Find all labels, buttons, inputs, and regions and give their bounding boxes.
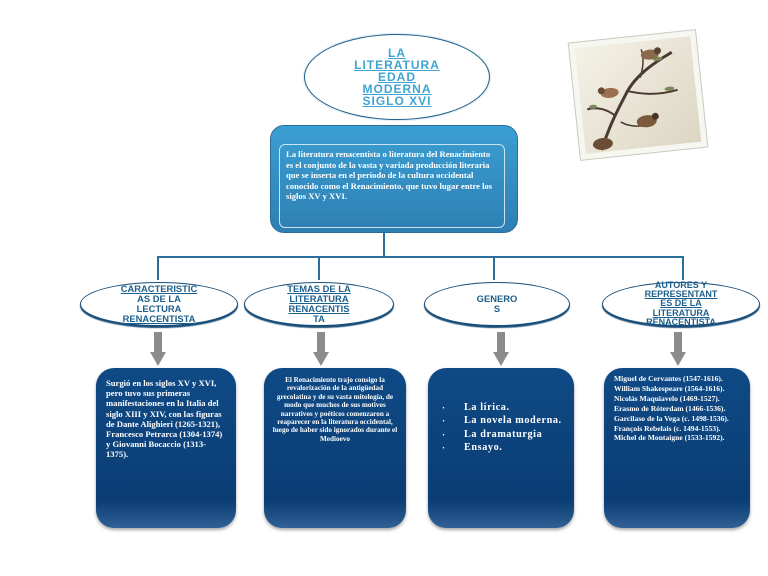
content-box-caracteristicas: Surgió en los siglos XV y XVI, pero tuvo… [96, 368, 236, 528]
title-line-1: LA [388, 46, 406, 60]
author-entry: Michel de Montaigne (1533-1592). [614, 433, 725, 443]
down-arrow-icon [313, 332, 329, 366]
connector-drop-1 [157, 256, 159, 280]
category-autores-line-4: LITERATURA [652, 307, 710, 318]
definition-box: La literatura renacentista o literatura … [270, 125, 518, 233]
definition-text: La literatura renacentista o literatura … [279, 144, 505, 228]
category-caracteristicas: CARACTERISTIC AS DE LA LECTURA RENACENTI… [80, 282, 238, 326]
connector-main-down [383, 233, 385, 257]
birds-on-branch-painting-icon [567, 29, 709, 161]
category-autores-line-5: RENACENTISTA [646, 316, 716, 327]
down-arrow-icon [150, 332, 166, 366]
author-entry: Garcilaso de la Vega (c. 1498-1536). [614, 413, 729, 423]
connector-drop-4 [682, 256, 684, 280]
title-line-3: EDAD [377, 70, 416, 84]
down-arrow-icon [670, 332, 686, 366]
content-box-autores: Miguel de Cervantes (1547-1616). William… [604, 368, 750, 528]
genre-item-label: La lírica. [464, 402, 510, 413]
category-temas-line-3: RENACENTIS [288, 303, 350, 314]
bullet-icon: · [442, 403, 446, 413]
category-temas-line-2: LITERATURA [289, 293, 349, 304]
genre-item: · La lírica. [440, 402, 564, 414]
down-arrow-icon [493, 332, 509, 366]
author-entry: Erasmo de Róterdam (1466-1536). [614, 403, 726, 413]
author-entry: Nicolás Maquiavelo (1469-1527). [614, 393, 720, 403]
category-caracteristicas-line-4: RENACENTISTA [122, 313, 196, 324]
category-generos-line-1: GENERO [476, 293, 518, 304]
genre-list: · La lírica. · La novela moderna. · La dram… [440, 402, 564, 455]
title-line-5: SIGLO XVI [362, 94, 432, 108]
bullet-icon: · [442, 429, 446, 440]
title-ellipse: LA LITERATURA EDAD MODERNA SIGLO XVI [304, 34, 490, 120]
author-entry: François Rebelais (c. 1494-1553). [614, 423, 721, 433]
category-caracteristicas-line-3: LECTURA [136, 303, 182, 314]
content-box-temas: El Renacimiento trajo consigo la revalor… [264, 368, 406, 528]
title-line-2: LITERATURA [354, 58, 440, 72]
connector-drop-3 [493, 256, 495, 280]
genre-item-label: La novela moderna. [464, 415, 562, 427]
genre-item: · Ensayo. [440, 442, 564, 454]
category-temas: TEMAS DE LA LITERATURA RENACENTIS TA [244, 282, 394, 326]
category-generos: GENERO S [424, 282, 570, 326]
category-temas-line-4: TA [313, 313, 325, 324]
connector-drop-2 [318, 256, 320, 280]
author-entry: William Shakespeare (1564-1616). [614, 383, 725, 393]
category-autores-line-1: AUTORES Y [654, 280, 708, 290]
bullet-icon: · [442, 416, 446, 427]
category-autores-line-2: REPRESENTANT [644, 289, 718, 300]
genre-item-label: La dramaturgia [464, 428, 543, 440]
category-caracteristicas-line-2: AS DE LA [137, 293, 181, 304]
category-temas-line-1: TEMAS DE LA [287, 283, 351, 294]
category-generos-line-2: S [493, 303, 501, 314]
content-text-temas: El Renacimiento trajo consigo la revalor… [272, 376, 398, 443]
category-autores: AUTORES Y REPRESENTANT ES DE LA LITERATU… [602, 280, 760, 327]
bullet-icon: · [442, 443, 446, 454]
author-entry: Miguel de Cervantes (1547-1616). [614, 374, 723, 383]
connector-horizontal [157, 256, 684, 258]
title-line-4: MODERNA [362, 82, 432, 96]
category-caracteristicas-line-1: CARACTERISTIC [120, 283, 198, 294]
author-list: Miguel de Cervantes (1547-1616). William… [614, 374, 744, 443]
content-text-caracteristicas: Surgió en los siglos XV y XVI, pero tuvo… [106, 378, 223, 460]
genre-item-label: Ensayo. [464, 442, 503, 454]
content-box-generos: · La lírica. · La novela moderna. · La dram… [428, 368, 574, 528]
category-autores-line-3: ES DE LA [660, 298, 702, 309]
genre-item: · La dramaturgia [440, 429, 564, 441]
genre-item: · La novela moderna. [440, 415, 564, 427]
